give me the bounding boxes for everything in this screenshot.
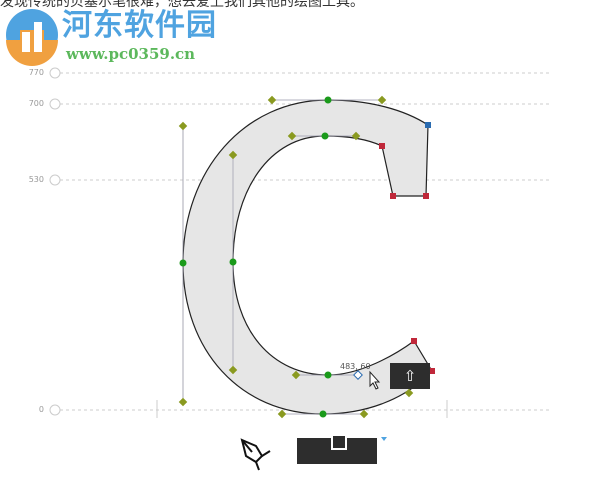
guide-label-530: 530 (28, 175, 44, 184)
toolbar-panel[interactable] (297, 436, 377, 464)
start-point (425, 122, 431, 128)
corner-points (379, 143, 435, 374)
pen-tool-icon (240, 438, 271, 471)
on-curve-points (179, 96, 332, 418)
shift-arrow-icon: ⇧ (403, 367, 417, 385)
watermark-name: 河东软件园 (62, 8, 217, 43)
cursor-icon (369, 370, 381, 390)
guide-label-700: 700 (28, 99, 44, 108)
dropdown-arrow-icon (381, 437, 387, 441)
article-text: 发现传统的贝塞尔笔很难，想去爱上我们其他的绘图工具。 (0, 0, 364, 10)
selected-point (353, 370, 363, 380)
point-coordinates: 483, 60 (340, 362, 371, 371)
guide-label-0: 0 (38, 405, 44, 414)
guide-label-770: 770 (28, 68, 44, 77)
toolbar-slot-icon (331, 436, 347, 450)
handles (178, 95, 414, 419)
shift-key-button[interactable]: ⇧ (390, 363, 430, 389)
watermark-logo-icon (6, 9, 58, 66)
watermark-url: www.pc0359.cn (66, 45, 196, 63)
